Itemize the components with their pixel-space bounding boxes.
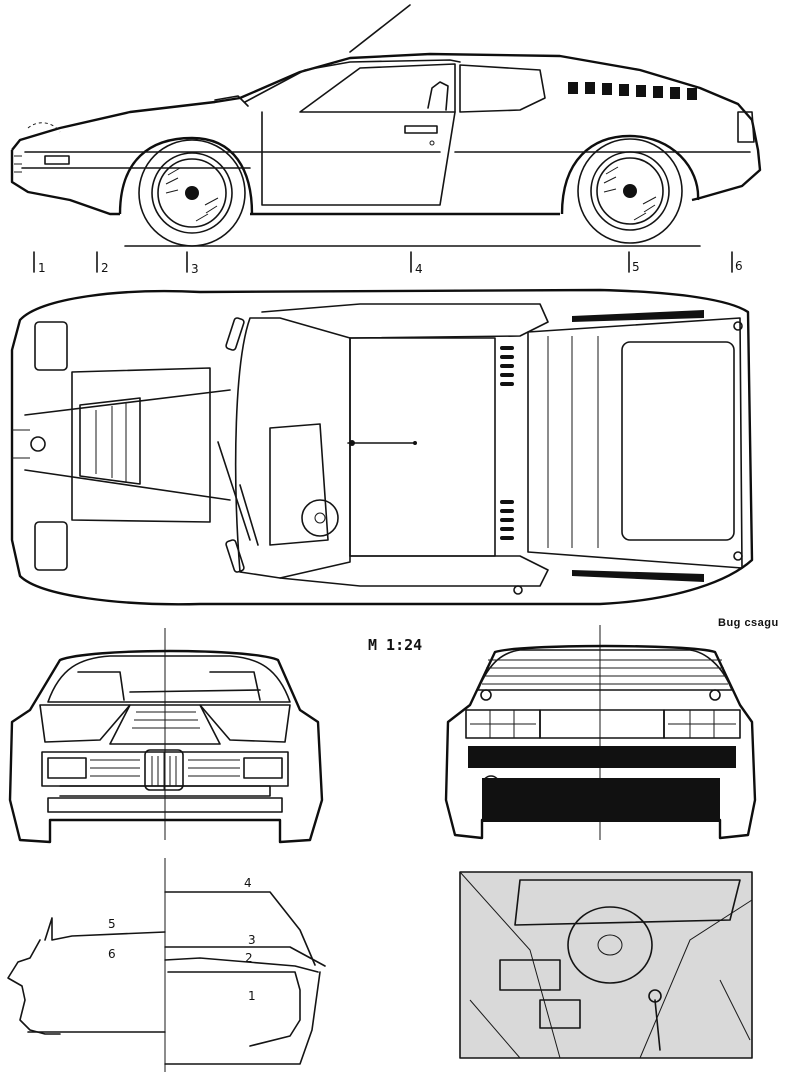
cross-sections: 1 2 3 4 5 6 <box>7 858 326 1072</box>
section-6: 6 <box>108 947 116 961</box>
station-4: 4 <box>415 262 423 276</box>
station-markers: 1 2 3 4 5 6 <box>33 251 743 276</box>
rear-view <box>444 625 757 840</box>
section-3: 3 <box>248 933 256 947</box>
side-view <box>10 4 762 247</box>
section-5: 5 <box>108 917 116 931</box>
station-1: 1 <box>38 261 46 275</box>
credit-label: Bug csagu <box>718 617 779 629</box>
section-1: 1 <box>248 989 256 1003</box>
station-6: 6 <box>735 259 743 273</box>
scale-label: M 1:24 <box>368 636 422 654</box>
station-3: 3 <box>191 262 199 276</box>
side-louvers <box>572 310 704 582</box>
section-4: 4 <box>244 876 252 890</box>
engine-vents <box>568 82 697 100</box>
station-2: 2 <box>101 261 109 275</box>
front-view <box>8 628 324 844</box>
roof-vents <box>500 346 514 540</box>
station-5: 5 <box>632 260 640 274</box>
top-view <box>10 288 754 606</box>
section-2: 2 <box>245 951 253 965</box>
interior-photo <box>459 871 753 1059</box>
